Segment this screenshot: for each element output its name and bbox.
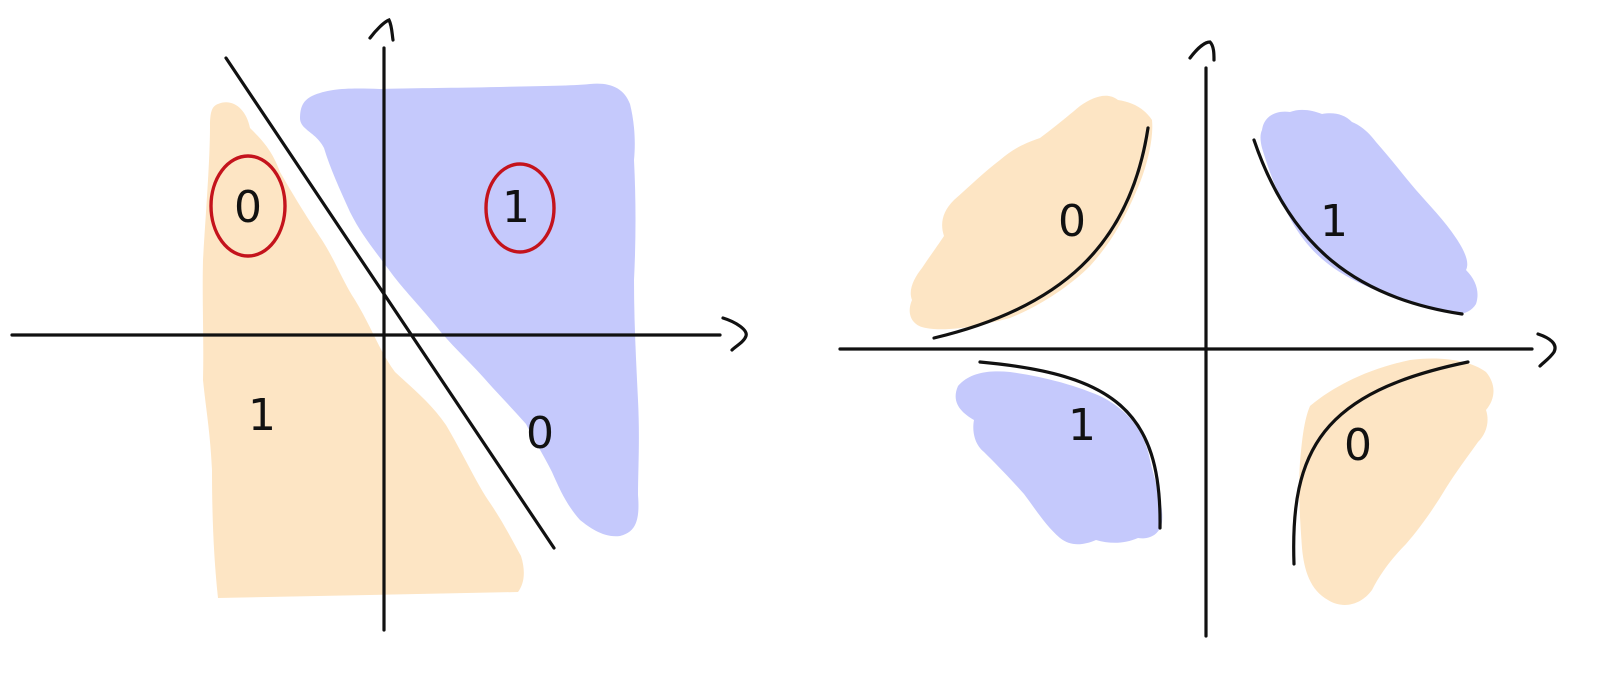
left-label-bottom-right: 0 (526, 408, 554, 459)
left-y-axis-arrow (368, 17, 395, 42)
left-label-top-right: 1 (502, 182, 530, 233)
left-highlight-circle-top-right (484, 162, 556, 254)
right-region-top-left (909, 95, 1153, 330)
right-boundary-top-right (1252, 138, 1464, 316)
right-region-top-right (1260, 109, 1478, 314)
right-label-top-right: 1 (1320, 196, 1348, 247)
left-label-bottom-left: 1 (248, 390, 276, 441)
left-highlight-circle-top-left (209, 154, 287, 258)
right-boundary-bottom-right (1292, 360, 1470, 566)
right-boundary-top-left (932, 126, 1150, 340)
right-boundary-bottom-left (978, 360, 1162, 530)
right-x-axis-arrow (1536, 332, 1557, 368)
right-region-bottom-left (955, 371, 1163, 545)
left-label-top-left: 0 (234, 182, 262, 233)
right-label-bottom-right: 0 (1344, 420, 1372, 471)
right-region-bottom-right (1299, 358, 1494, 605)
left-x-axis-arrow (721, 316, 748, 352)
right-panel: 0 1 1 0 (838, 40, 1557, 638)
left-panel: 0 1 1 0 (10, 17, 748, 632)
right-label-bottom-left: 1 (1068, 400, 1096, 451)
right-y-axis-arrow (1188, 40, 1216, 62)
right-label-top-left: 0 (1058, 196, 1086, 247)
left-decision-boundary (224, 56, 556, 550)
